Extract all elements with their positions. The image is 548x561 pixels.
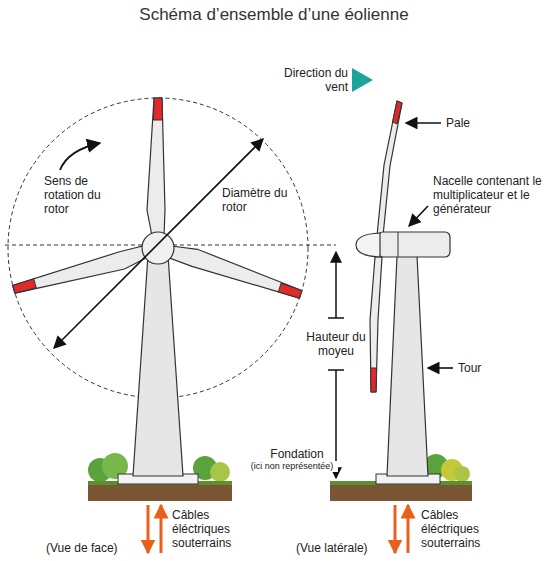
nacelle [356, 232, 450, 257]
cable-arrows-front [148, 505, 161, 553]
ground-front-part [88, 483, 232, 501]
part-label: Fondation [262, 447, 332, 461]
nacelle-part [356, 233, 380, 257]
part-label: Pale [446, 116, 506, 130]
hub-height-dimension-part [328, 317, 344, 319]
tower-front-part [133, 255, 183, 476]
rotor-side-part [377, 101, 402, 236]
rotor-front-part [142, 232, 174, 264]
part-label: Nacelle contenant le multiplicateur et l… [433, 174, 543, 216]
blade-pointer [406, 122, 441, 124]
part-label: Hauteur du moyeu [296, 330, 376, 358]
cable-arrows-side-part [407, 505, 410, 553]
part-label: Câbles éléctriques souterrains [421, 508, 493, 550]
nacelle-pointer [409, 206, 428, 226]
rotor-front-part [147, 98, 165, 236]
hub-height-dimension-part [335, 252, 337, 318]
hub-height-dimension [328, 252, 344, 478]
part-label: Direction du vent [272, 66, 348, 94]
rotation-arrow [60, 143, 100, 170]
part-label: (ici non représentée) [246, 461, 338, 472]
tower-side-part [387, 256, 428, 476]
ground-side-part [454, 466, 470, 482]
ground-side-part [330, 483, 472, 501]
ground-front-part [210, 462, 230, 482]
tower-front [118, 255, 198, 484]
cable-arrows-front-part [147, 505, 150, 553]
part-label: (Vue latérale) [296, 541, 392, 555]
diagram-title: Schéma d’ensemble d’une éolienne [0, 5, 548, 25]
tower-pointer [428, 367, 453, 369]
wind-direction-triangle [352, 68, 373, 92]
cable-arrows-front-part [160, 505, 163, 553]
rotor-front-part [167, 241, 304, 301]
rotor-side-part [370, 257, 382, 392]
tower-side [376, 256, 440, 484]
nacelle-part [378, 232, 450, 257]
part-label: Tour [458, 361, 508, 375]
part-label: Câbles éléctriques souterrains [172, 508, 244, 550]
part-label: (Vue de face) [46, 541, 142, 555]
rotor-front [12, 98, 304, 301]
diameter-arrow [54, 139, 263, 348]
nacelle-part [398, 232, 399, 257]
part-label: Sens de rotation du rotor [44, 174, 116, 216]
part-label: Diamètre du rotor [222, 186, 292, 214]
cable-arrows-side [395, 505, 408, 553]
rotor-side-part [371, 368, 377, 392]
rotor-side-part [393, 101, 403, 124]
cable-arrows-side-part [394, 505, 397, 553]
